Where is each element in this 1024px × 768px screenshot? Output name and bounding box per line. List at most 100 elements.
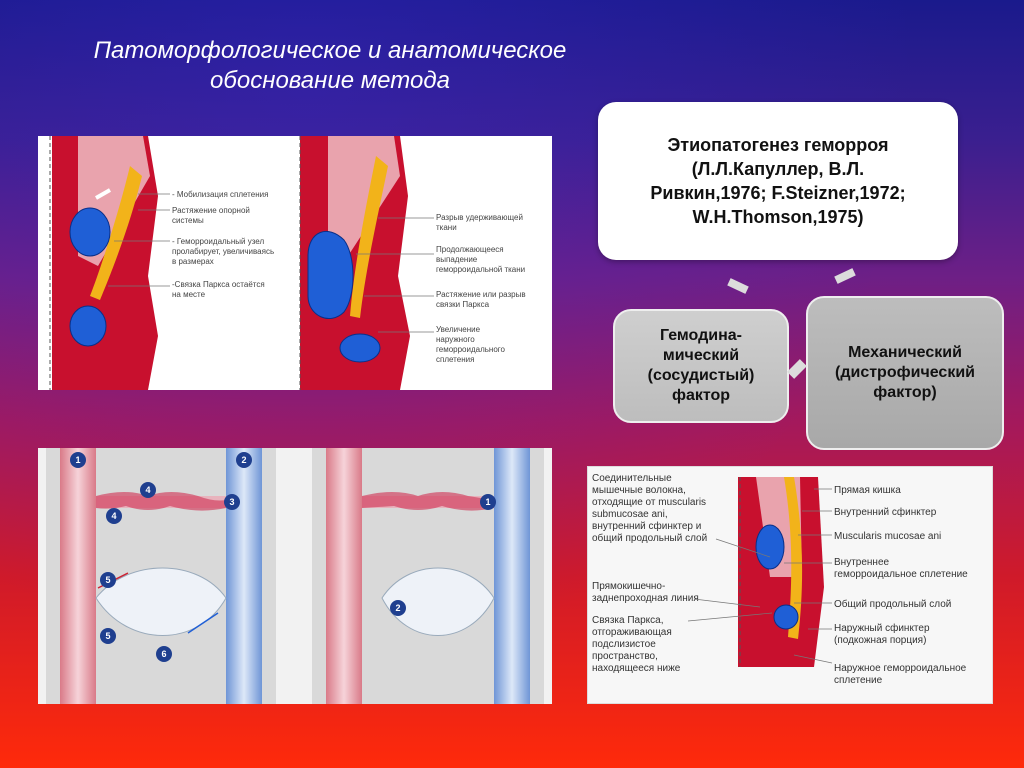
canal-external-plexus [773,604,799,630]
marker-4a-label: 4 [145,485,150,495]
right-label-3-line-1: Растяжение или разрыв [436,290,526,299]
al-2-2: заднепроходная линия [592,593,699,604]
anal-canal-diagram: Соединительные мышечные волокна, отходящ… [592,473,968,686]
external-node-1 [69,305,107,347]
hemodynamic-line-3: (сосудистый) [647,367,755,384]
sphincter-1 [90,166,142,300]
marker-6-label: 6 [161,649,166,659]
mechanical-factor-box: Механический (дистрофический фактор) [806,296,1004,450]
marker-4b [106,508,122,524]
left-label-4-line-1: -Связка Паркса остаётся [172,280,265,289]
right-label-4-line-3: геморроидального [436,345,506,354]
ar-2: Внутренний сфинктер [834,506,937,518]
connector-mark-middle [787,359,807,379]
marker-r1 [480,494,496,510]
hemodynamic-line-2: мический [662,347,740,364]
vascular-diagram-panel: 1 2 3 4 4 5 5 6 1 2 [38,448,552,704]
ar-4-2: геморроидальное сплетение [834,569,968,580]
capillary-loop-2 [381,567,495,636]
slide-title-line-2: обоснование метода [210,67,450,94]
left-label-2-line-2: системы [172,216,204,225]
marker-6 [156,646,172,662]
canal-internal-plexus [755,524,785,570]
internal-node-1 [69,207,111,257]
vascular-scheme-pathologic: 1 2 [312,448,544,704]
marker-1-label: 1 [75,455,80,465]
marker-3 [224,494,240,510]
artery-1 [60,448,96,704]
etiopathogenesis-line-1: Этиопатогенез геморроя [667,135,889,155]
ar-3: Muscularis mucosae ani [834,531,941,542]
vascular-diagram: 1 2 3 4 4 5 5 6 1 2 [46,448,544,704]
right-label-4-line-2: наружного [436,335,475,344]
anatomy-stage-2-labels: Разрыв удерживающей ткани Продолжающееся… [356,213,526,364]
flow-arrow-2 [187,612,219,634]
left-label-3-line-1: - Геморроидальный узел [172,237,264,246]
artery-2 [326,448,362,704]
marker-r1-label: 1 [485,497,490,507]
al-1-5: внутренний сфинктер и [592,520,701,532]
ar-7-1: Наружное геморроидальное [834,663,967,674]
left-label-3-line-2: пролабирует, увеличиваясь [172,247,274,256]
hemodynamic-factor-box: Гемодина- мический (сосудистый) фактор [613,309,789,423]
marker-r2 [390,600,406,616]
marker-4b-label: 4 [111,511,116,521]
right-label-2-line-3: геморроидальной ткани [436,265,525,274]
al-1-6: общий продольный слой [592,532,707,544]
ar-4-1: Внутреннее [834,557,890,568]
marker-5a [100,572,116,588]
right-label-4-line-1: Увеличение [436,325,481,334]
marker-1 [70,452,86,468]
ar-5: Общий продольный слой [834,598,951,610]
mechanical-line-3: фактор) [873,384,937,401]
slide-title: Патоморфологическое и анатомическое обос… [70,36,590,96]
al-3-5: находящееся ниже [592,663,681,674]
right-label-4-line-4: сплетения [436,355,474,364]
capillary-loop-1 [95,567,227,636]
etiopathogenesis-line-3: Ривкин,1976; F.Steizner,1972; [650,183,906,203]
anal-canal-right-labels: Прямая кишка Внутренний сфинктер Muscula… [784,485,968,686]
marker-5a-label: 5 [105,575,110,585]
vein-2 [494,448,530,704]
marker-2 [236,452,252,468]
al-1-1: Соединительные [592,473,672,484]
marker-2-label: 2 [241,455,246,465]
anatomy-stage-1-labels: - Мобилизация сплетения Растяжение опорн… [108,190,274,299]
external-node-2 [339,333,381,363]
etiopathogenesis-line-4: W.H.Thomson,1975) [692,207,864,227]
left-label-4-line-2: на месте [172,290,206,299]
ar-7-2: сплетение [834,675,883,686]
internal-node-2 [307,230,354,319]
anatomy-stage-1 [49,136,158,390]
marker-4a [140,482,156,498]
al-3-1: Связка Паркса, [592,615,664,626]
al-1-2: мышечные волокна, [592,485,686,496]
ar-6-2: (подкожная порция) [834,635,926,646]
right-label-1-line-2: ткани [436,223,457,232]
right-label-2-line-1: Продолжающееся [436,245,504,254]
al-1-3: отходящие от muscularis [592,497,706,508]
anal-canal-left-labels: Соединительные мышечные волокна, отходящ… [592,473,773,674]
al-2-1: Прямокишечно- [592,581,665,592]
canal-sphincter [784,477,803,639]
right-label-3-line-2: связки Паркса [436,300,490,309]
etiopathogenesis-line-2: (Л.Л.Капуллер, В.Л. [691,159,865,179]
right-label-1-line-1: Разрыв удерживающей [436,213,523,222]
anastomosis-1 [96,492,226,511]
prolapse-diagram-panel: - Мобилизация сплетения Растяжение опорн… [38,136,552,390]
right-label-2-line-2: выпадение [436,255,478,264]
al-3-4: пространство, [592,651,658,662]
marker-3-label: 3 [229,497,234,507]
connector-mark-left [727,278,749,294]
vein-1 [226,448,262,704]
anastomosis-2 [362,492,494,511]
marker-5b [100,628,116,644]
etiopathogenesis-box: Этиопатогенез геморроя (Л.Л.Капуллер, В.… [598,102,958,260]
al-1-4: submucosae ani, [592,509,668,520]
left-label-2-line-1: Растяжение опорной [172,206,250,215]
anatomy-stage-2 [299,136,410,390]
marker-5b-label: 5 [105,631,110,641]
mechanical-line-1: Механический [848,344,962,361]
anal-canal-anatomy [738,477,824,667]
hemodynamic-line-4: фактор [671,387,731,404]
